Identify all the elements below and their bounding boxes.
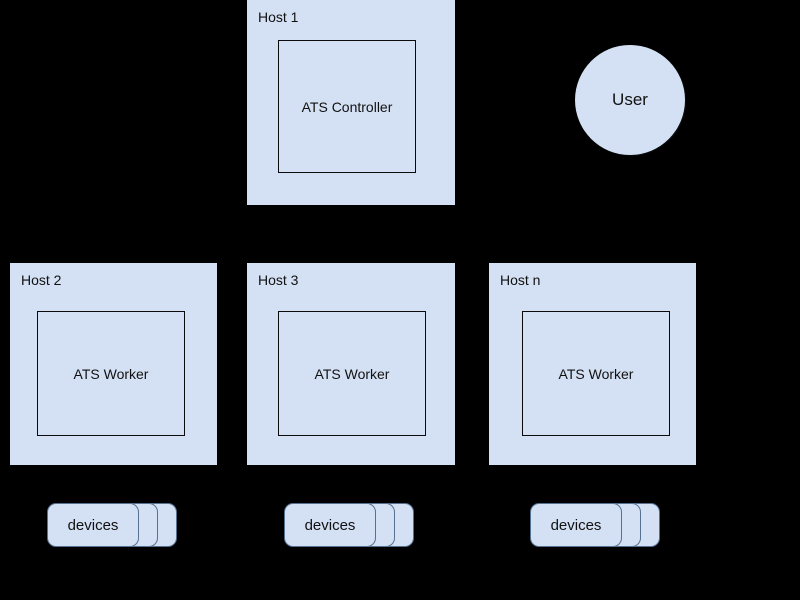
devices-sheet-front: devices [530, 503, 622, 547]
host-label-host-2: Host 2 [21, 272, 62, 288]
process-label-ats-controller: ATS Controller [301, 98, 393, 115]
host-box-host-2[interactable]: Host 2 ATS Worker [10, 263, 217, 465]
devices-label-host-3: devices [304, 516, 356, 534]
host-label-host-n: Host n [500, 272, 541, 288]
devices-stack-host-2[interactable]: devices [47, 503, 177, 547]
host-box-host-n[interactable]: Host n ATS Worker [489, 263, 696, 465]
process-box-ats-worker-host-2[interactable]: ATS Worker [37, 311, 185, 436]
user-node[interactable]: User [575, 45, 685, 155]
host-label-host-3: Host 3 [258, 272, 299, 288]
devices-sheet-front: devices [47, 503, 139, 547]
devices-label-host-n: devices [550, 516, 602, 534]
process-box-ats-worker-host-3[interactable]: ATS Worker [278, 311, 426, 436]
host-box-host-1[interactable]: Host 1 ATS Controller [247, 0, 455, 205]
user-label: User [612, 90, 648, 109]
process-box-ats-worker-host-n[interactable]: ATS Worker [522, 311, 670, 436]
host-label-host-1: Host 1 [258, 9, 299, 25]
devices-sheet-front: devices [284, 503, 376, 547]
devices-stack-host-3[interactable]: devices [284, 503, 414, 547]
devices-label-host-2: devices [67, 516, 119, 534]
process-label-ats-worker-host-n: ATS Worker [558, 365, 634, 382]
process-box-ats-controller[interactable]: ATS Controller [278, 40, 416, 173]
host-box-host-3[interactable]: Host 3 ATS Worker [247, 263, 455, 465]
process-label-ats-worker-host-3: ATS Worker [314, 365, 390, 382]
devices-stack-host-n[interactable]: devices [530, 503, 660, 547]
process-label-ats-worker-host-2: ATS Worker [73, 365, 149, 382]
